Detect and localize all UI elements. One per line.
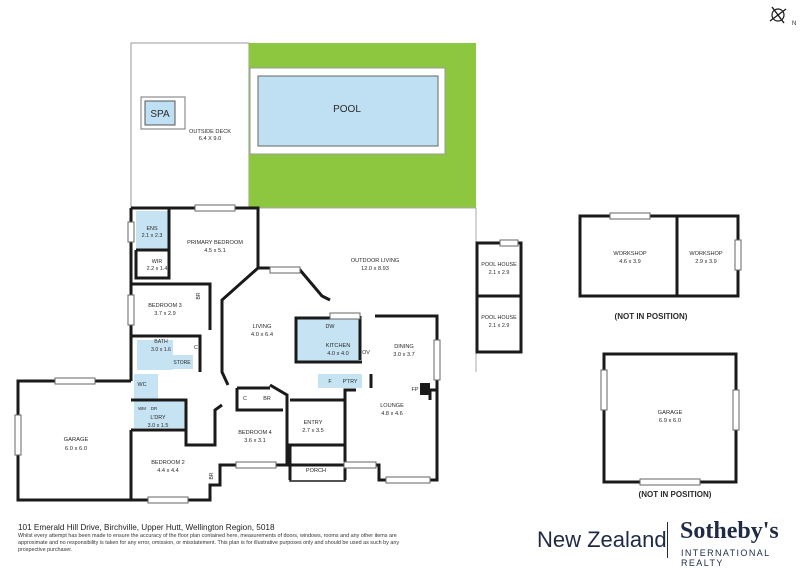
- disclaimer-text: Whilst every attempt has been made to en…: [18, 533, 400, 554]
- pool-water: [257, 75, 439, 147]
- lounge-label: LOUNGE: [380, 403, 404, 409]
- br-label-2: BR: [263, 396, 271, 402]
- wir-label: WIR: [152, 259, 163, 265]
- c-label-2: C: [243, 396, 247, 402]
- fridge-label: F: [328, 379, 332, 385]
- wc-label: WC: [138, 382, 147, 388]
- brand-logo-name: Sotheby's: [680, 518, 779, 544]
- dw-label: DW: [326, 324, 336, 330]
- kitchen-label: KITCHEN: [326, 343, 351, 349]
- bath-area: [137, 340, 173, 370]
- entry-dims: 2.7 x 3.5: [302, 428, 323, 434]
- property-address: 101 Emerald Hill Drive, Birchville, Uppe…: [18, 523, 275, 532]
- workshop-1-label: WORKSHOP: [613, 251, 647, 257]
- wir-dims: 2.2 x 1.4: [147, 266, 168, 272]
- compass-label: N: [792, 21, 796, 27]
- bedroom4-dims: 3.6 x 3.1: [244, 438, 265, 444]
- store-label: STORE: [173, 360, 191, 366]
- dining-label: DINING: [394, 344, 414, 350]
- brand-region: New Zealand: [537, 527, 667, 552]
- outdoor-living-outline: [258, 207, 477, 372]
- living-label: LIVING: [252, 324, 271, 330]
- bath-label: BATH: [154, 339, 168, 345]
- outdoor-living-label: OUTDOOR LIVING: [351, 258, 399, 264]
- laundry-dims: 3.0 x 1.5: [148, 423, 169, 429]
- living-dims: 4.0 x 6.4: [251, 332, 274, 338]
- wm-label: WM: [138, 406, 146, 411]
- spa-label: SPA: [150, 109, 170, 120]
- garage2-label: GARAGE: [658, 410, 683, 416]
- garage2-dims: 6.9 x 6.0: [659, 418, 681, 424]
- dr-label: DR: [151, 406, 157, 411]
- pool-house-walls: [475, 241, 523, 354]
- ens-area: [136, 211, 169, 250]
- house-walls: [16, 206, 439, 502]
- dining-dims: 3.0 x 3.7: [393, 352, 414, 358]
- porch-outline: [289, 444, 346, 482]
- lounge-dims: 4.8 x 4.6: [381, 411, 402, 417]
- pool-label: POOL: [333, 104, 361, 115]
- fp-label: FP: [412, 387, 419, 393]
- bedroom2-dims: 4.4 x 4.4: [157, 468, 178, 474]
- store-area: [171, 355, 193, 369]
- kitchen-dims: 4.0 x 4.0: [327, 351, 348, 357]
- pantry-label: P'TRY: [343, 379, 358, 385]
- compass-icon: [769, 6, 787, 24]
- bedroom3-dims: 3.7 x 2.9: [154, 311, 175, 317]
- not-in-position-garage: (NOT IN POSITION): [639, 490, 712, 499]
- pantry-area: [318, 374, 362, 388]
- porch-label: PORCH: [306, 468, 326, 474]
- fireplace: [420, 383, 430, 395]
- bedroom2-label: BEDROOM 2: [151, 460, 185, 466]
- outdoor-living-dims: 12.0 x 8.93: [361, 266, 389, 272]
- workshop-1-dims: 4.6 x 3.9: [619, 259, 640, 265]
- wc-area: [134, 374, 158, 400]
- garage-dims: 6.0 x 6.0: [65, 446, 87, 452]
- workshop-2-label: WORKSHOP: [689, 251, 723, 257]
- windows: [14, 204, 742, 504]
- ens-dims: 2.1 x 2.3: [142, 233, 163, 239]
- laundry-area: [134, 400, 186, 428]
- pool-house-2-dims: 2.1 x 2.9: [489, 323, 510, 329]
- br-label-3: BR: [209, 472, 215, 479]
- ov-label: OV: [362, 350, 370, 356]
- laundry-label: L'DRY: [150, 415, 166, 421]
- brand-divider: [667, 522, 668, 558]
- workshop-2-dims: 2.9 x 3.9: [695, 259, 716, 265]
- ens-label: ENS: [146, 226, 157, 232]
- primary-bedroom-label: PRIMARY BEDROOM: [187, 240, 243, 246]
- outside-deck-dims: 6.4 X 9.0: [199, 136, 221, 142]
- outside-deck-label: OUTSIDE DECK: [189, 129, 231, 135]
- spa-water: [144, 100, 176, 126]
- brand-tagline: INTERNATIONAL REALTY: [681, 548, 771, 568]
- kitchen-area: [296, 318, 360, 362]
- garage-label: GARAGE: [64, 437, 89, 443]
- entry-label: ENTRY: [304, 420, 323, 426]
- bedroom4-label: BEDROOM 4: [238, 430, 272, 436]
- pool-house-1-label: POOL HOUSE: [481, 262, 517, 268]
- bath-dims: 3.0 x 1.6: [151, 347, 171, 353]
- not-in-position-workshop: (NOT IN POSITION): [615, 312, 688, 321]
- c-label-1: C: [194, 345, 198, 351]
- primary-bedroom-dims: 4.5 x 5.1: [204, 248, 225, 254]
- br-label-1: BR: [196, 292, 202, 299]
- bedroom3-label: BEDROOM 3: [148, 303, 182, 309]
- pool-house-1-dims: 2.1 x 2.9: [489, 270, 510, 276]
- pool-house-2-label: POOL HOUSE: [481, 315, 517, 321]
